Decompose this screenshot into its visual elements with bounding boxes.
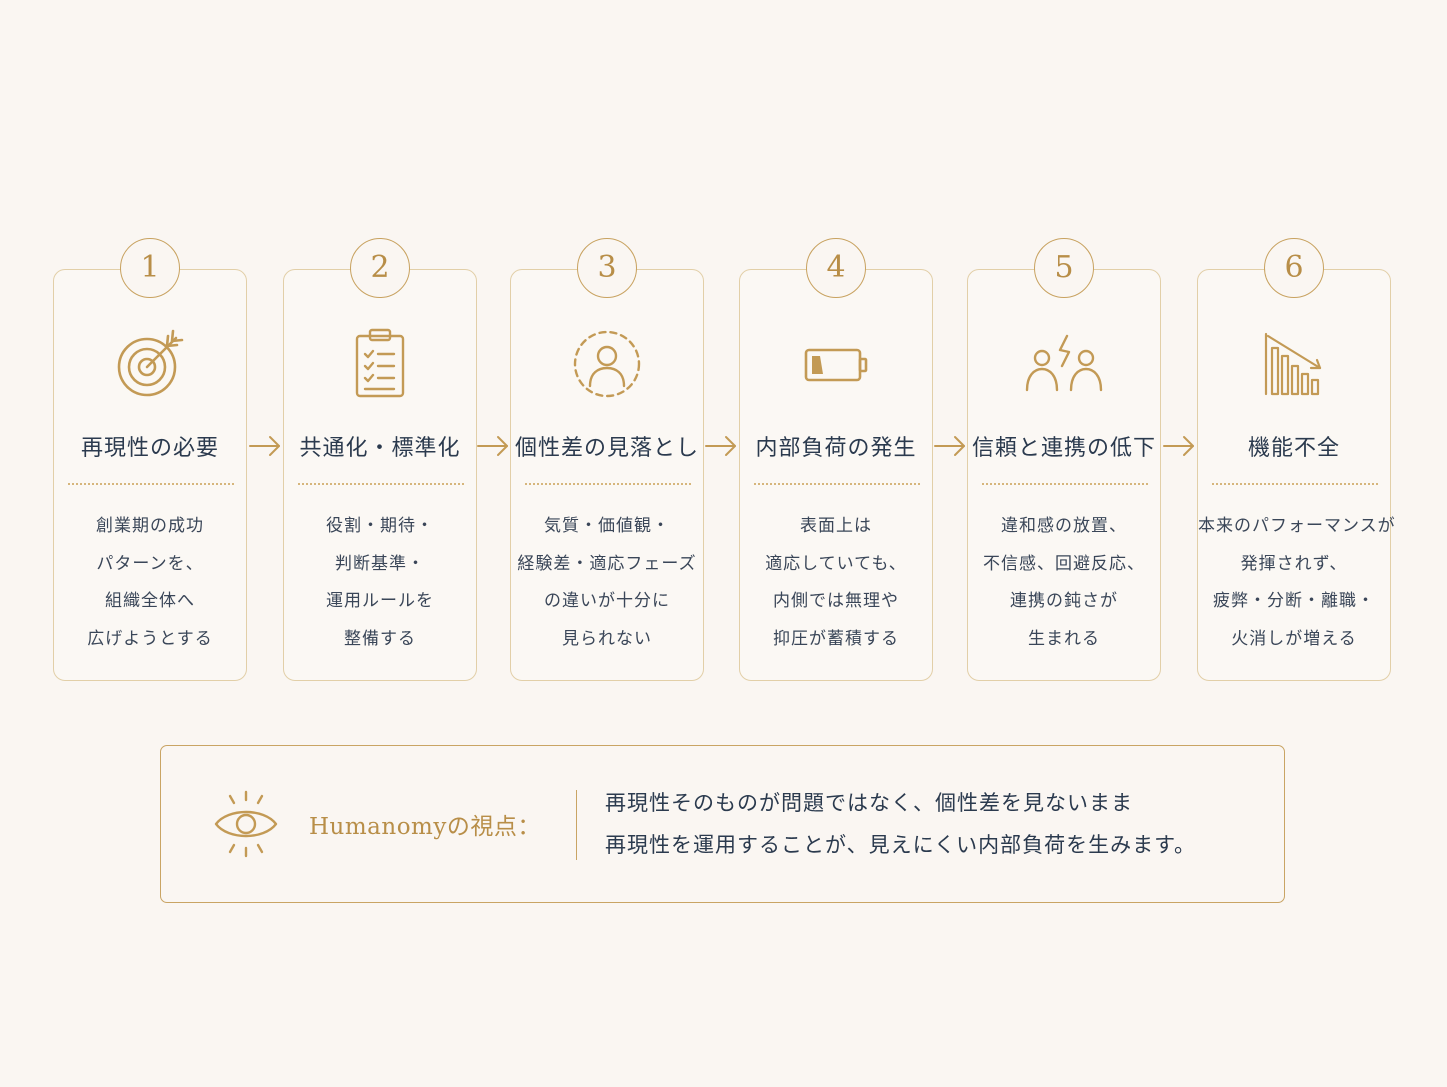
dotted-divider bbox=[982, 483, 1148, 485]
insight-text: 再現性そのものが問題ではなく、個性差を見ないまま 再現性を運用することが、見えに… bbox=[605, 782, 1196, 866]
step-number-badge: 1 bbox=[120, 238, 180, 298]
insight-line: 再現性を運用することが、見えにくい内部負荷を生みます。 bbox=[605, 833, 1197, 857]
step-description-line: の違いが十分に bbox=[544, 591, 670, 611]
people-conflict-icon bbox=[1024, 324, 1104, 404]
dotted-divider bbox=[68, 483, 234, 485]
step-description-line: 疲弊・分断・離職・ bbox=[1213, 591, 1375, 611]
person-dashed-circle-icon bbox=[567, 324, 647, 404]
step-number-badge: 6 bbox=[1264, 238, 1324, 298]
vertical-divider bbox=[576, 790, 577, 860]
arrow-right-icon bbox=[704, 434, 738, 458]
dotted-divider bbox=[525, 483, 691, 485]
clipboard-checklist-icon bbox=[340, 324, 420, 404]
step-number-badge: 5 bbox=[1034, 238, 1094, 298]
step-title: 信頼と連携の低下 bbox=[971, 436, 1156, 461]
step-description-line: 役割・期待・ bbox=[326, 516, 434, 536]
step-title: 個性差の見落とし bbox=[514, 436, 699, 461]
step-description: 表面上は 適応していても、 内側では無理や 抑圧が蓄積する bbox=[740, 508, 932, 658]
step-description-line: 気質・価値観・ bbox=[544, 516, 670, 536]
step-description-line: 連携の鈍さが bbox=[1010, 591, 1118, 611]
step-description-line: 発揮されず、 bbox=[1240, 553, 1348, 574]
step-description-line: 表面上は bbox=[800, 516, 872, 536]
step-description: 気質・価値観・ 経験差・適応フェーズ の違いが十分に 見られない bbox=[511, 508, 703, 658]
step-description-line: 見られない bbox=[562, 628, 652, 649]
arrow-right-icon bbox=[248, 434, 282, 458]
step-title: 機能不全 bbox=[1247, 436, 1340, 461]
arrow-right-icon bbox=[476, 434, 510, 458]
step-card-1: 1 再現性の必要 創業期の成功 パターンを、 組織全体へ 広げようとする bbox=[53, 238, 247, 681]
step-description-line: 生まれる bbox=[1028, 628, 1100, 649]
step-title: 共通化・標準化 bbox=[299, 436, 461, 461]
step-description: 本来のパフォーマンスが 発揮されず、 疲弊・分断・離職・ 火消しが増える bbox=[1198, 508, 1396, 658]
step-card-2: 2 共通化・標準化 役割・期待・ 判断基準・ 運用ルールを 整備する bbox=[283, 238, 477, 681]
insight-box: Humanomyの視点： 再現性そのものが問題ではなく、個性差を見ないまま 再現… bbox=[160, 745, 1285, 903]
step-description-line: 経験差・適応フェーズ bbox=[517, 553, 697, 574]
step-description-line: 本来のパフォーマンスが bbox=[1198, 516, 1396, 536]
step-number-badge: 3 bbox=[577, 238, 637, 298]
step-description: 違和感の放置、 不信感、回避反応、 連携の鈍さが 生まれる bbox=[968, 508, 1160, 658]
step-description-line: パターンを、 bbox=[96, 553, 204, 574]
step-description-line: 広げようとする bbox=[87, 628, 213, 649]
step-description-line: 適応していても、 bbox=[765, 553, 907, 574]
insight-label: Humanomyの視点： bbox=[309, 814, 541, 840]
target-icon bbox=[110, 324, 190, 404]
step-card-6: 6 機能不全 本来のパフォーマンスが 発揮されず、 疲弊・分断・離職・ 火消しが… bbox=[1197, 238, 1396, 681]
dotted-divider bbox=[1212, 483, 1378, 485]
eye-icon bbox=[213, 788, 279, 860]
insight-line: 再現性そのものが問題ではなく、個性差を見ないまま bbox=[605, 791, 1133, 815]
step-description-line: 違和感の放置、 bbox=[1001, 516, 1127, 536]
step-number-badge: 2 bbox=[350, 238, 410, 298]
step-description-line: 組織全体へ bbox=[105, 591, 195, 611]
step-description-line: 火消しが増える bbox=[1231, 628, 1357, 649]
step-title: 内部負荷の発生 bbox=[755, 436, 917, 461]
declining-bar-chart-icon bbox=[1254, 324, 1334, 404]
step-description-line: 判断基準・ bbox=[335, 553, 425, 574]
step-number-badge: 4 bbox=[806, 238, 866, 298]
step-description: 創業期の成功 パターンを、 組織全体へ 広げようとする bbox=[54, 508, 246, 658]
low-battery-icon bbox=[796, 324, 876, 404]
step-description-line: 抑圧が蓄積する bbox=[773, 628, 899, 649]
step-card-5: 5 信頼と連携の低下 違和感の放置、 不信感、回避反応、 連携の鈍さが 生まれる bbox=[967, 238, 1161, 681]
step-description-line: 整備する bbox=[344, 628, 416, 649]
step-card-3: 3 個性差の見落とし 気質・価値観・ 経験差・適応フェーズ の違いが十分に 見ら… bbox=[510, 238, 704, 681]
dotted-divider bbox=[754, 483, 920, 485]
arrow-right-icon bbox=[1162, 434, 1196, 458]
step-card-4: 4 内部負荷の発生 表面上は 適応していても、 内側では無理や 抑圧が蓄積する bbox=[739, 238, 933, 681]
arrow-right-icon bbox=[933, 434, 967, 458]
step-description-line: 内側では無理や bbox=[773, 591, 899, 611]
step-title: 再現性の必要 bbox=[80, 436, 219, 461]
step-description-line: 創業期の成功 bbox=[96, 516, 204, 536]
step-description-line: 運用ルールを bbox=[326, 591, 434, 611]
step-description: 役割・期待・ 判断基準・ 運用ルールを 整備する bbox=[284, 508, 476, 658]
dotted-divider bbox=[298, 483, 464, 485]
step-description-line: 不信感、回避反応、 bbox=[983, 553, 1145, 574]
